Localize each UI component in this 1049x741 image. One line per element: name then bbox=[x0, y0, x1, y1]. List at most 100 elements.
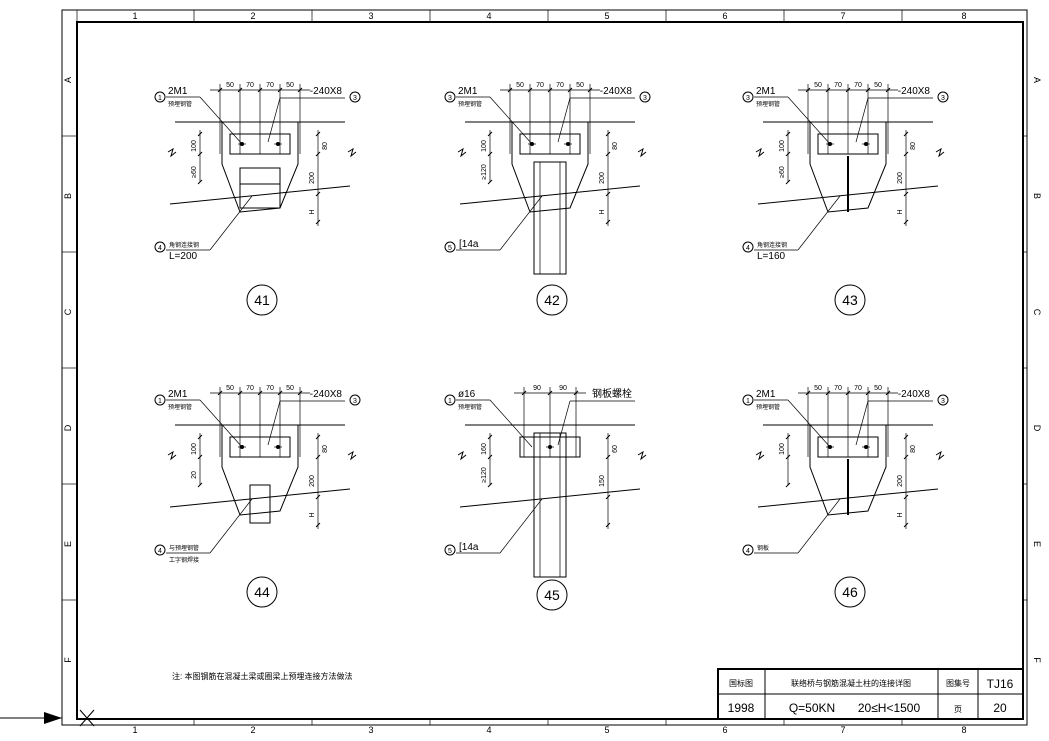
ruler-row-label: F bbox=[1032, 657, 1042, 663]
detail-number-bubble bbox=[834, 284, 866, 316]
dim-text: 50 bbox=[516, 82, 524, 89]
sheet-border bbox=[0, 9, 1028, 727]
break-mark bbox=[935, 147, 945, 158]
part-label-left: 2M1 bbox=[168, 389, 188, 400]
detail-number-bubble bbox=[536, 284, 568, 316]
ruler-col-label: 5 bbox=[604, 11, 609, 21]
break-mark bbox=[347, 147, 357, 158]
callout-bubble-left bbox=[444, 91, 456, 103]
dim-tick bbox=[605, 219, 611, 225]
callout-number: 1 bbox=[158, 398, 162, 405]
ruler-row-label: E bbox=[1032, 541, 1042, 547]
callout-number: 4 bbox=[746, 245, 750, 252]
callout-bubble-right bbox=[349, 91, 361, 103]
callout-bubble-lower bbox=[444, 241, 456, 253]
leader-text-2: L=160 bbox=[757, 251, 786, 262]
dim-text: 200 bbox=[897, 475, 904, 487]
dim-tick bbox=[805, 87, 811, 93]
leader-line bbox=[797, 498, 841, 554]
channel-steel bbox=[533, 161, 567, 275]
dim-tick bbox=[257, 87, 263, 93]
dim-text: ≥60 bbox=[779, 166, 786, 178]
callout-number: 1 bbox=[448, 398, 452, 405]
dim-text: 100 bbox=[481, 140, 488, 152]
leader-line bbox=[787, 96, 831, 145]
part-sublabel: 预埋钢管 bbox=[458, 100, 482, 108]
dim-text: 80 bbox=[322, 445, 329, 453]
dim-text: 50 bbox=[286, 385, 294, 392]
angle-steel bbox=[239, 167, 281, 209]
dim-tick bbox=[825, 390, 831, 396]
dim-tick bbox=[903, 494, 909, 500]
dim-tick bbox=[297, 87, 303, 93]
leader-text-2: 工字钢焊接 bbox=[169, 556, 199, 564]
dim-text: 100 bbox=[191, 140, 198, 152]
dim-text: ≥120 bbox=[481, 164, 488, 180]
leader-line bbox=[787, 399, 831, 448]
dim-tick bbox=[237, 87, 243, 93]
dim-tick bbox=[903, 522, 909, 528]
dim-tick bbox=[197, 131, 203, 137]
break-mark bbox=[167, 450, 177, 461]
callout-number: 4 bbox=[158, 548, 162, 555]
title-range: 20≤H<1500 bbox=[858, 701, 921, 715]
dim-tick bbox=[605, 151, 611, 157]
callout-bubble-left bbox=[154, 91, 166, 103]
channel-steel bbox=[533, 432, 567, 578]
detail-number: 44 bbox=[254, 584, 270, 600]
dim-tick bbox=[573, 390, 579, 396]
dim-tick bbox=[825, 87, 831, 93]
dim-text: H bbox=[599, 209, 606, 214]
dim-text: 50 bbox=[874, 385, 882, 392]
dim-text: 80 bbox=[322, 142, 329, 150]
callout-bubble-lower bbox=[742, 544, 754, 556]
dim-text: 50 bbox=[286, 82, 294, 89]
dim-text: 80 bbox=[612, 142, 619, 150]
callout-bubble-left bbox=[154, 394, 166, 406]
dim-text: 50 bbox=[576, 82, 584, 89]
detail-number-bubble bbox=[536, 579, 568, 611]
dim-tick bbox=[785, 131, 791, 137]
callout-number: 1 bbox=[158, 95, 162, 102]
callout-number: 4 bbox=[158, 245, 162, 252]
dim-tick bbox=[487, 179, 493, 185]
part-label-left: 2M1 bbox=[756, 86, 776, 97]
dim-tick bbox=[903, 454, 909, 460]
dim-tick bbox=[237, 390, 243, 396]
ruler-left-labels: A B C D E F bbox=[63, 77, 73, 663]
dim-tick bbox=[487, 131, 493, 137]
dim-text: H bbox=[897, 209, 904, 214]
callout-number: 3 bbox=[448, 95, 452, 102]
dim-tick bbox=[487, 482, 493, 488]
dim-text: 200 bbox=[309, 475, 316, 487]
dim-tick bbox=[315, 434, 321, 440]
dim-tick bbox=[785, 434, 791, 440]
bracket-outline bbox=[221, 425, 299, 516]
ruler-col-label: 3 bbox=[368, 725, 373, 735]
callout-number: 3 bbox=[941, 95, 945, 102]
callout-number: 3 bbox=[941, 398, 945, 405]
break-mark bbox=[457, 147, 467, 158]
ruler-col-label: 4 bbox=[486, 725, 491, 735]
dim-text: 50 bbox=[874, 82, 882, 89]
part-sublabel: 预埋钢管 bbox=[756, 403, 780, 411]
beam-slope-line bbox=[459, 185, 641, 205]
title-label-dwg: 图集号 bbox=[946, 678, 970, 688]
callout-bubble-lower bbox=[154, 544, 166, 556]
dim-tick bbox=[315, 151, 321, 157]
dim-text: 70 bbox=[266, 82, 274, 89]
beam-slope-line bbox=[169, 185, 351, 205]
ruler-row-label: C bbox=[1032, 309, 1042, 316]
detail-number-bubble bbox=[246, 284, 278, 316]
ruler-col-label: 4 bbox=[486, 11, 491, 21]
title-label-page: 页 bbox=[954, 705, 962, 714]
dim-tick bbox=[315, 454, 321, 460]
ruler-row-label: B bbox=[1032, 193, 1042, 199]
dim-text: H bbox=[309, 512, 316, 517]
detail-number-bubble bbox=[246, 576, 278, 608]
ruler-bottom-labels: 1 2 3 4 5 6 7 8 bbox=[132, 725, 966, 735]
dim-tick bbox=[903, 151, 909, 157]
dim-text: ≥60 bbox=[191, 166, 198, 178]
